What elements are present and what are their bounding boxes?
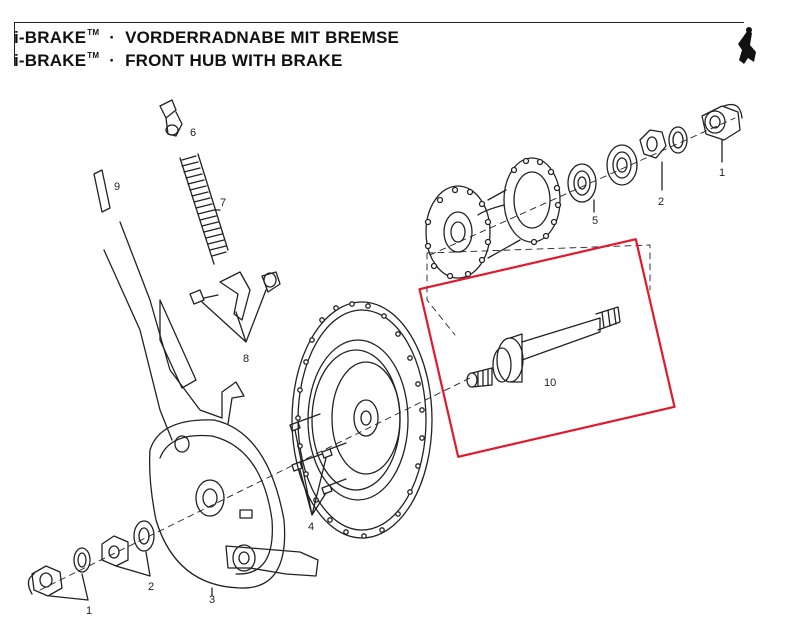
part-2-washer-nut-top bbox=[639, 126, 688, 191]
trademark: TM bbox=[87, 51, 100, 60]
callout-8: 8 bbox=[243, 353, 249, 365]
title-german: VORDERRADNABE MIT BREMSE bbox=[125, 28, 400, 47]
callout-9: 9 bbox=[114, 181, 120, 193]
callout-2-top: 2 bbox=[658, 196, 664, 208]
part-6-adjuster bbox=[159, 99, 183, 137]
separator: · bbox=[109, 28, 116, 47]
part-10-axle bbox=[466, 306, 621, 388]
brand-name: i-BRAKE bbox=[14, 28, 87, 47]
hub-flange-holes bbox=[424, 157, 562, 280]
bicycle-rider-icon bbox=[738, 27, 756, 64]
callout-2-bottom: 2 bbox=[148, 581, 154, 593]
header-title-german: i-BRAKETM · VORDERRADNABE MIT BREMSE bbox=[14, 28, 399, 48]
header-rule-left bbox=[14, 22, 15, 66]
header-title-english: i-BRAKETM · FRONT HUB WITH BRAKE bbox=[14, 51, 342, 71]
part-4-screws bbox=[289, 413, 347, 516]
part-2-nut-washer-bottom bbox=[101, 520, 155, 577]
title-english: FRONT HUB WITH BRAKE bbox=[125, 51, 343, 70]
callout-10: 10 bbox=[544, 377, 556, 389]
callout-5: 5 bbox=[592, 215, 598, 227]
callout-3: 3 bbox=[209, 594, 215, 606]
part-5-bearing bbox=[567, 163, 597, 213]
part-1-cap-nut-top bbox=[701, 103, 743, 163]
callout-7: 7 bbox=[220, 197, 226, 209]
axis-line-lower bbox=[39, 377, 471, 591]
part-3-brake-housing bbox=[103, 221, 319, 597]
part-hub-shell bbox=[425, 157, 561, 279]
part-1-washer-cap-nut-bottom bbox=[27, 547, 91, 601]
callout-numbers: 1 2 5 6 7 8 9 10 4 3 2 1 bbox=[86, 127, 725, 617]
part-7-spring bbox=[179, 153, 229, 265]
highlight-box-part-10 bbox=[418, 238, 676, 458]
axis-line-upper bbox=[429, 117, 736, 256]
separator: · bbox=[109, 51, 116, 70]
part-8-small-parts bbox=[189, 271, 281, 343]
callout-6: 6 bbox=[190, 127, 196, 139]
callout-1-bottom: 1 bbox=[86, 605, 92, 617]
header-rule-top bbox=[14, 22, 744, 23]
part-9-clip bbox=[93, 169, 111, 213]
callout-4: 4 bbox=[308, 521, 314, 533]
trademark: TM bbox=[87, 28, 100, 37]
callout-1-top: 1 bbox=[719, 167, 725, 179]
part-bearing-outer bbox=[606, 144, 638, 186]
brand-name: i-BRAKE bbox=[14, 51, 87, 70]
assembly-bracket bbox=[426, 244, 651, 336]
